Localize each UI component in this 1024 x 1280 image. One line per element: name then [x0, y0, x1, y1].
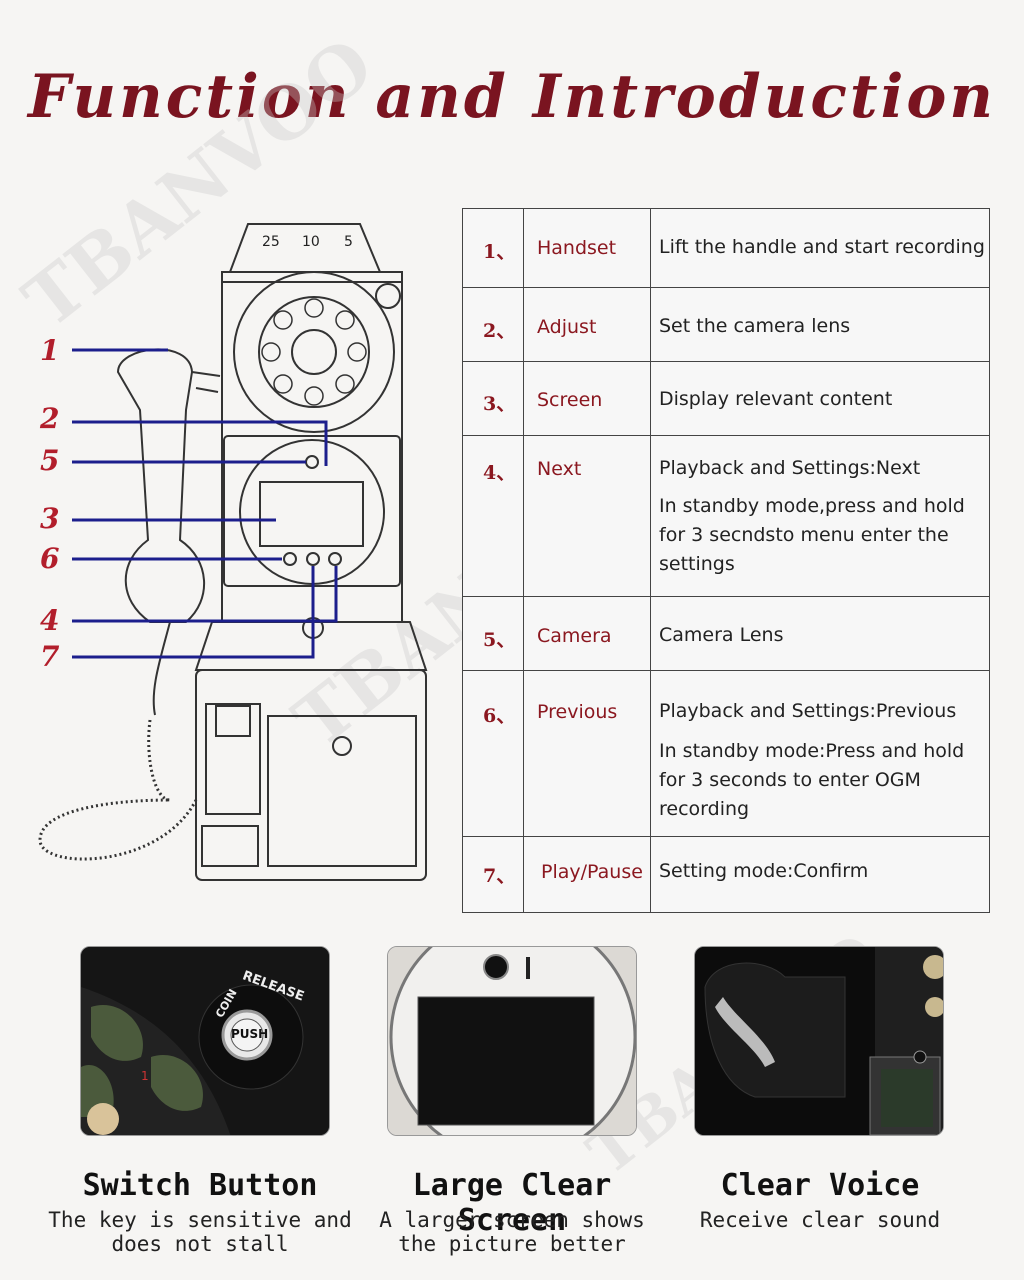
feature-description-line: A larger screen shows [379, 1208, 645, 1232]
row-name: Previous [537, 701, 618, 723]
phone-line-drawing [38, 223, 428, 881]
table-divider [650, 209, 651, 912]
large-screen-illustration [388, 947, 636, 1135]
phone-diagram: 1 2 5 3 6 4 7 25 10 5 [0, 200, 460, 900]
table-row: 7、 Play/Pause Setting mode:Confirm [463, 837, 989, 914]
row-number: 3、 [483, 393, 516, 415]
callout-number: 6 [40, 542, 60, 575]
table-divider [523, 209, 524, 912]
table-row: 1、 Handset Lift the handle and start rec… [463, 209, 989, 288]
clear-voice-photo [694, 946, 944, 1136]
row-name: Handset [537, 237, 617, 259]
feature-description: Receive clear sound [660, 1208, 980, 1232]
row-number: 6、 [483, 705, 516, 727]
feature-description-line: Receive clear sound [699, 1208, 941, 1232]
feature-title: Large Clear Screen [412, 1168, 612, 1238]
row-number: 2、 [483, 320, 516, 342]
row-description: Setting mode:Confirm [659, 860, 869, 882]
feature-description-line: the picture better [398, 1232, 626, 1256]
callout-number: 4 [40, 604, 60, 637]
switch-button-illustration [81, 947, 329, 1135]
table-row: 2、 Adjust Set the camera lens [463, 288, 989, 362]
function-table: 1、 Handset Lift the handle and start rec… [462, 208, 990, 913]
row-name: Camera [537, 625, 612, 647]
feature-title: Switch Button [82, 1168, 318, 1203]
table-row: 4、 Next Playback and Settings:Next In st… [463, 436, 989, 597]
feature-description: The key is sensitive and does not stall [40, 1208, 360, 1256]
row-description: Set the camera lens [659, 315, 851, 337]
callout-number: 5 [40, 444, 60, 477]
row-description-detail: In standby mode,press and hold for 3 sec… [659, 495, 965, 575]
row-description-detail: In standby mode:Press and hold for 3 sec… [659, 740, 965, 820]
callout-number: 7 [40, 640, 60, 673]
table-row: 6、 Previous Playback and Settings:Previo… [463, 671, 989, 837]
row-description: Playback and Settings:Next [659, 457, 921, 479]
row-number: 4、 [483, 462, 516, 484]
photo-label-push: PUSH [231, 1027, 269, 1041]
page-title: Function and Introduction [28, 62, 996, 132]
row-description: Camera Lens [659, 624, 784, 646]
feature-card-switch: RELEASE COIN PUSH 1 [80, 946, 332, 1136]
row-number: 5、 [483, 629, 516, 651]
row-number: 7、 [483, 865, 516, 887]
row-name: Screen [537, 389, 603, 411]
photo-mark: 1 [141, 1069, 149, 1083]
row-name: Next [537, 458, 582, 480]
table-row: 5、 Camera Camera Lens [463, 597, 989, 671]
coin-slot-label: 10 [302, 234, 320, 250]
callout-number: 3 [40, 502, 60, 535]
feature-description: A larger screen shows the picture better [352, 1208, 672, 1256]
feature-description-line: The key is sensitive and [48, 1208, 352, 1232]
row-description: Playback and Settings:Previous [659, 700, 957, 722]
feature-description-line: does not stall [111, 1232, 289, 1256]
feature-card-voice [694, 946, 946, 1136]
table-row: 3、 Screen Display relevant content [463, 362, 989, 436]
row-name: Play/Pause [541, 861, 643, 883]
row-name: Adjust [537, 316, 597, 338]
row-description: Lift the handle and start recording [659, 236, 985, 258]
row-description: Display relevant content [659, 388, 893, 410]
switch-button-photo: RELEASE COIN PUSH 1 [80, 946, 330, 1136]
large-screen-photo [387, 946, 637, 1136]
callout-number: 2 [40, 402, 60, 435]
clear-voice-illustration [695, 947, 943, 1135]
coin-slot-label: 5 [344, 234, 353, 250]
feature-card-screen [387, 946, 639, 1136]
row-number: 1、 [483, 241, 516, 263]
feature-title: Clear Voice [720, 1168, 920, 1203]
callout-number: 1 [40, 334, 60, 367]
coin-slot-label: 25 [262, 234, 280, 250]
